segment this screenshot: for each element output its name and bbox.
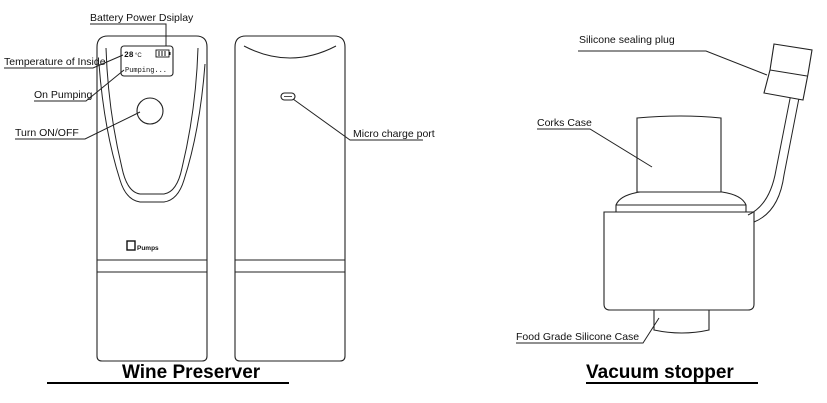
pumping-status: Pumping...	[125, 67, 167, 75]
preserver-front-view: 28 °C Pumping... Pumps	[96, 35, 208, 362]
sealing-plug-label: Silicone sealing plug	[579, 34, 675, 46]
brand-logo: Pumps	[126, 240, 159, 252]
silicone-case-label: Food Grade Silicone Case	[516, 331, 639, 343]
wine-preserver-caption: Wine Preserver	[122, 362, 261, 383]
vacuum-stopper	[603, 43, 813, 334]
power-button	[136, 97, 164, 125]
preserver-back-view	[234, 35, 346, 362]
battery-display-label: Battery Power Dsiplay	[90, 12, 194, 24]
brand-name: Pumps	[137, 245, 159, 252]
lcd-screen	[120, 45, 174, 77]
corks-case-label: Corks Case	[537, 117, 592, 129]
callout-lines	[4, 23, 768, 344]
power-button-label: Turn ON/OFF	[15, 127, 79, 139]
temperature-label: Temperature of Inside	[4, 56, 106, 68]
pumping-label: On Pumping	[34, 89, 93, 101]
temperature-unit: °C	[135, 53, 142, 59]
charge-port-label: Micro charge port	[353, 128, 435, 140]
vacuum-stopper-caption: Vacuum stopper	[586, 362, 734, 383]
battery-icon	[155, 49, 171, 58]
temperature-value: 28	[124, 51, 134, 60]
